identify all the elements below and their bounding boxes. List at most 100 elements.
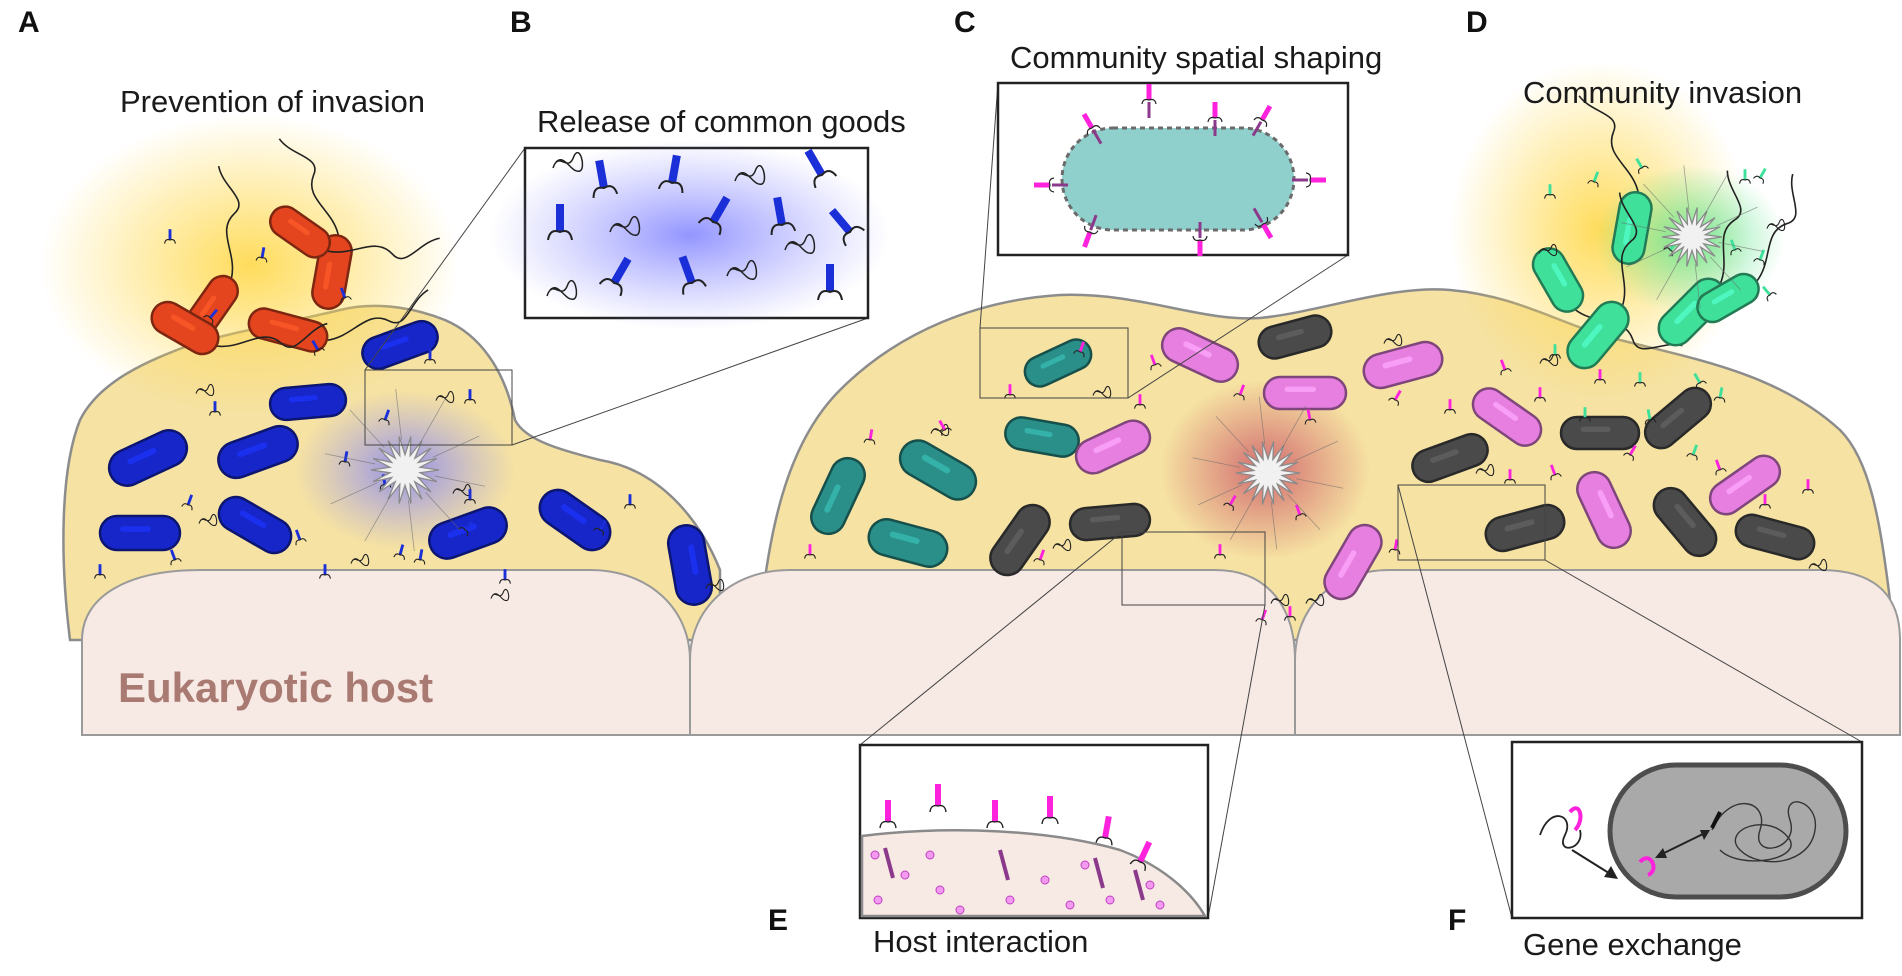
adhesin-base bbox=[94, 574, 106, 579]
dna-icon bbox=[1270, 593, 1290, 607]
adhesin-base bbox=[1305, 172, 1312, 188]
adhesin-base bbox=[1759, 504, 1771, 509]
bacterium-body bbox=[538, 488, 612, 552]
adhesin-base bbox=[1129, 859, 1147, 872]
adhesin-icon bbox=[678, 255, 707, 295]
connector-e-2 bbox=[1207, 604, 1266, 919]
lysis-ray bbox=[1643, 183, 1675, 218]
adhesin-base bbox=[255, 256, 268, 263]
adhesin-icon bbox=[817, 264, 843, 301]
adhesin-icon bbox=[1294, 504, 1307, 521]
connector-e-1 bbox=[859, 531, 1123, 746]
host-molecule bbox=[925, 850, 935, 860]
lysis-ray bbox=[330, 482, 378, 505]
adhesin-icon bbox=[1192, 222, 1208, 256]
adhesin-stalk bbox=[1228, 494, 1237, 506]
dna-icon bbox=[1383, 333, 1403, 347]
adhesin-icon bbox=[770, 196, 797, 235]
adhesin-base bbox=[1084, 225, 1099, 235]
adhesin-base bbox=[1388, 548, 1401, 555]
adhesin-stalk bbox=[398, 544, 405, 556]
bacterium-icon bbox=[269, 205, 440, 260]
adhesin-base bbox=[770, 222, 797, 235]
inset-c-adhesins bbox=[1034, 84, 1326, 256]
bacterium-highlight bbox=[1183, 341, 1212, 358]
adhesin-base bbox=[1753, 258, 1765, 266]
bacterium-highlight bbox=[1040, 354, 1066, 369]
adhesin-base bbox=[209, 411, 221, 416]
bacterium-icon bbox=[1734, 513, 1816, 561]
bacterium-highlight bbox=[288, 394, 318, 403]
adhesin-base bbox=[424, 359, 436, 364]
adhesin-icon bbox=[1284, 606, 1296, 621]
adhesin-icon bbox=[1073, 341, 1086, 358]
dna-icon bbox=[1766, 218, 1786, 232]
dna-icon bbox=[490, 588, 510, 602]
lysis-ray bbox=[1215, 416, 1249, 453]
dna-strand bbox=[198, 513, 218, 527]
adhesin-icon bbox=[1713, 387, 1726, 403]
flagellum-icon bbox=[1618, 192, 1638, 307]
insets bbox=[490, 81, 1864, 920]
lysis-ray bbox=[419, 398, 446, 444]
adhesin-stalk bbox=[1628, 444, 1637, 456]
bacterium-body bbox=[217, 495, 293, 555]
host-cell-right bbox=[1294, 569, 1901, 736]
adhesin-icon bbox=[1753, 167, 1767, 185]
adhesin-stalk bbox=[208, 308, 219, 319]
adhesin-icon bbox=[657, 154, 684, 193]
adhesin-base bbox=[464, 499, 476, 504]
adhesin-base bbox=[1686, 453, 1698, 461]
bacterium-highlight bbox=[1726, 474, 1752, 495]
host-molecule bbox=[1145, 880, 1155, 890]
lysis-ray bbox=[1294, 440, 1339, 462]
host-receptor bbox=[998, 849, 1010, 881]
adhesin-icon bbox=[1141, 84, 1157, 118]
bacterium-body bbox=[268, 382, 348, 422]
adhesin-icon bbox=[255, 247, 268, 263]
adhesin-base bbox=[657, 180, 684, 193]
bacterium-body bbox=[666, 524, 714, 606]
bacterium-highlight bbox=[1093, 437, 1122, 454]
dna-strand bbox=[1052, 538, 1072, 552]
adhesin-stalk bbox=[1761, 285, 1772, 296]
bacterium-highlight bbox=[170, 314, 196, 331]
adhesin-stalk bbox=[169, 549, 177, 561]
bacterium-icon bbox=[1257, 314, 1333, 360]
bacterium-icon bbox=[1559, 415, 1641, 451]
bacterium-body bbox=[1611, 191, 1653, 265]
lysis-ray bbox=[324, 453, 376, 465]
bacterium-body bbox=[867, 518, 949, 568]
lysis-ray bbox=[1683, 165, 1690, 211]
bacterium-icon bbox=[666, 524, 714, 606]
bacterium-body bbox=[1411, 432, 1489, 484]
bacterium-body bbox=[98, 514, 182, 552]
adhesin-base bbox=[1004, 394, 1016, 399]
bacterium-body bbox=[1566, 300, 1630, 370]
bacterium-icon bbox=[217, 495, 293, 555]
adhesin-icon bbox=[1739, 169, 1751, 184]
adhesin-icon bbox=[1761, 285, 1777, 302]
adhesin-anchor bbox=[1252, 207, 1264, 224]
bacterium-icon bbox=[1643, 386, 1713, 450]
adhesin-icon bbox=[1149, 354, 1162, 371]
adhesin-icon bbox=[424, 349, 436, 364]
adhesin-stalk bbox=[709, 195, 731, 224]
adhesin-icon bbox=[1635, 157, 1649, 175]
dna-strand bbox=[1808, 558, 1828, 572]
dna-strand bbox=[452, 483, 472, 497]
adhesin-base bbox=[1802, 489, 1814, 494]
dna-strand bbox=[1383, 333, 1403, 347]
dna-icon bbox=[726, 260, 758, 280]
adhesin-stalk bbox=[1149, 354, 1157, 366]
adhesin-base bbox=[1254, 216, 1269, 227]
adhesin-base bbox=[1233, 393, 1245, 401]
dna-strand bbox=[350, 553, 370, 567]
adhesin-base bbox=[804, 554, 816, 559]
adhesin-icon bbox=[1644, 409, 1657, 425]
title-prevention-of-invasion: Prevention of invasion bbox=[120, 84, 425, 119]
dna-strand bbox=[552, 152, 584, 172]
adhesin-icon bbox=[1134, 394, 1146, 409]
lysis-ray bbox=[1694, 263, 1701, 309]
bacterium-icon bbox=[1652, 486, 1718, 558]
